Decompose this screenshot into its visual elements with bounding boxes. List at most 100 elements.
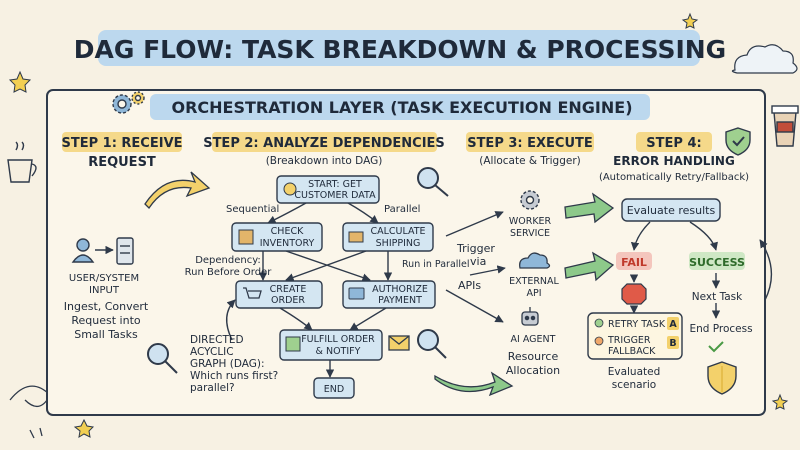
magnifier-icon-top xyxy=(417,167,449,197)
node-start: START: GET CUSTOMER DATA xyxy=(276,175,380,204)
sparkles-decoration xyxy=(8,12,789,438)
svg-text:CHECK: CHECK xyxy=(271,226,304,237)
green-arrow-top xyxy=(564,192,615,224)
node-check-inventory: CHECK INVENTORY xyxy=(231,222,323,252)
svg-text:FAIL: FAIL xyxy=(621,256,647,269)
retry-box: RETRY TASK A TRIGGER FALLBACK B xyxy=(587,312,683,360)
evaluated-label-1: Evaluated xyxy=(608,366,661,378)
svg-text:STEP 3: EXECUTE: STEP 3: EXECUTE xyxy=(467,136,593,151)
run-parallel-label: Run in Parallel xyxy=(402,259,470,270)
cloud-decoration xyxy=(731,44,798,74)
agent-label: AI AGENT xyxy=(511,334,556,345)
svg-text:& NOTIFY: & NOTIFY xyxy=(316,346,361,357)
input-label-2: INPUT xyxy=(89,285,120,296)
svg-text:START: GET: START: GET xyxy=(308,179,362,190)
node-create-order: CREATE ORDER xyxy=(235,280,323,309)
orchestration-panel xyxy=(46,89,766,416)
dag-edges xyxy=(226,202,393,378)
input-desc-1: Ingest, Convert xyxy=(64,300,149,313)
retry-tag: A xyxy=(669,319,677,330)
evaluated-label-2: scenario xyxy=(612,379,656,391)
node-fulfill-order: FULFILL ORDER & NOTIFY xyxy=(279,329,383,361)
stop-sign-icon xyxy=(621,283,647,305)
svg-text:STEP 4:: STEP 4: xyxy=(646,136,701,151)
svg-text:(Automatically Retry/Fallback): (Automatically Retry/Fallback) xyxy=(599,172,749,183)
step1-header: STEP 1: RECEIVE REQUEST xyxy=(61,132,183,170)
yellow-arrow-icon xyxy=(144,171,211,210)
retry-label: RETRY TASK xyxy=(608,319,666,330)
coffee-cup-icon xyxy=(7,141,37,183)
gears-icon xyxy=(112,91,145,114)
fallback-tag: B xyxy=(669,338,676,349)
input-desc-3: Small Tasks xyxy=(74,328,138,341)
resource-label-1: Resource xyxy=(508,350,559,363)
page-title: DAG FLOW: TASK BREAKDOWN & PROCESSING xyxy=(74,30,726,66)
check-icon xyxy=(708,341,724,353)
svg-text:FULFILL ORDER: FULFILL ORDER xyxy=(301,334,375,345)
svg-text:CALCULATE: CALCULATE xyxy=(370,226,425,237)
takeaway-cup-icon xyxy=(771,105,799,147)
external-label-1: EXTERNAL xyxy=(509,276,559,287)
trigger-label-3: APIs xyxy=(458,279,481,292)
svg-text:STEP 2: ANALYZE DEPENDENCIES: STEP 2: ANALYZE DEPENDENCIES xyxy=(203,136,445,151)
fallback-label-1: TRIGGER xyxy=(607,335,651,346)
worker-label-2: SERVICE xyxy=(510,228,550,239)
gift-icon xyxy=(285,336,301,352)
green-arrow-mid xyxy=(564,251,615,282)
robot-icon xyxy=(521,307,539,326)
svg-text:INVENTORY: INVENTORY xyxy=(260,238,315,249)
svg-text:(Breakdown into DAG): (Breakdown into DAG) xyxy=(266,155,383,167)
user-icon xyxy=(71,238,95,263)
next-task-label: Next Task xyxy=(692,291,743,303)
magnifier-icon-left xyxy=(147,343,178,374)
svg-text:ORDER: ORDER xyxy=(271,295,305,306)
svg-text:REQUEST: REQUEST xyxy=(88,155,156,170)
success-badge: SUCCESS xyxy=(689,252,745,270)
execute-arrows xyxy=(445,211,506,323)
retry-dot-icon xyxy=(594,318,604,328)
svg-text:ERROR HANDLING: ERROR HANDLING xyxy=(613,154,735,168)
svg-text:AUTHORIZE: AUTHORIZE xyxy=(372,284,428,295)
gear-icon xyxy=(520,190,540,210)
parallel-label: Parallel xyxy=(384,204,420,215)
svg-text:CREATE: CREATE xyxy=(270,284,307,295)
truck-icon xyxy=(348,231,364,243)
step2-header: STEP 2: ANALYZE DEPENDENCIES (Breakdown … xyxy=(203,132,445,167)
svg-text:parallel?: parallel? xyxy=(190,382,235,394)
node-authorize-payment: AUTHORIZE PAYMENT xyxy=(342,280,436,309)
svg-text:STEP 1: RECEIVE: STEP 1: RECEIVE xyxy=(61,136,182,151)
trigger-label-2: via xyxy=(470,255,486,268)
node-calculate-shipping: CALCULATE SHIPPING xyxy=(342,222,434,252)
fallback-dot-icon xyxy=(594,336,604,346)
envelope-icon xyxy=(388,335,410,351)
dag-note: DIRECTED ACYCLIC GRAPH (DAG): Which runs… xyxy=(190,334,278,394)
trigger-label-1: Trigger xyxy=(456,242,495,255)
svg-text:CUSTOMER DATA: CUSTOMER DATA xyxy=(294,190,376,201)
svg-text:GRAPH (DAG):: GRAPH (DAG): xyxy=(190,358,265,370)
svg-text:ORCHESTRATION LAYER (TASK EXEC: ORCHESTRATION LAYER (TASK EXECUTION ENGI… xyxy=(171,98,632,117)
error-edges xyxy=(629,221,773,319)
dependency-label-1: Dependency: xyxy=(195,255,261,266)
magnifier-icon-mid xyxy=(417,329,447,359)
dependency-label-2: Run Before Order xyxy=(185,267,273,278)
card-icon xyxy=(348,287,365,300)
svg-text:DIRECTED: DIRECTED xyxy=(190,334,244,346)
svg-text:Which runs first?: Which runs first? xyxy=(190,370,278,382)
evaluate-results-node: Evaluate results xyxy=(621,198,721,222)
step4-header: STEP 4: ERROR HANDLING (Automatically Re… xyxy=(599,132,749,183)
cloud-icon xyxy=(519,252,551,269)
external-label-2: API xyxy=(526,288,541,299)
svg-text:SUCCESS: SUCCESS xyxy=(689,256,745,269)
svg-text:Evaluate results: Evaluate results xyxy=(627,204,716,217)
svg-text:ACYCLIC: ACYCLIC xyxy=(190,346,234,358)
customer-icon xyxy=(283,182,297,196)
step3-header: STEP 3: EXECUTE (Allocate & Trigger) xyxy=(466,132,594,167)
input-label-1: USER/SYSTEM xyxy=(69,273,139,284)
svg-text:(Allocate & Trigger): (Allocate & Trigger) xyxy=(479,155,581,167)
green-arrow-bottom xyxy=(434,371,514,397)
resource-label-2: Allocation xyxy=(506,364,560,377)
server-icon xyxy=(116,237,134,265)
sequential-label: Sequential xyxy=(226,204,279,215)
svg-text:END: END xyxy=(324,384,344,395)
